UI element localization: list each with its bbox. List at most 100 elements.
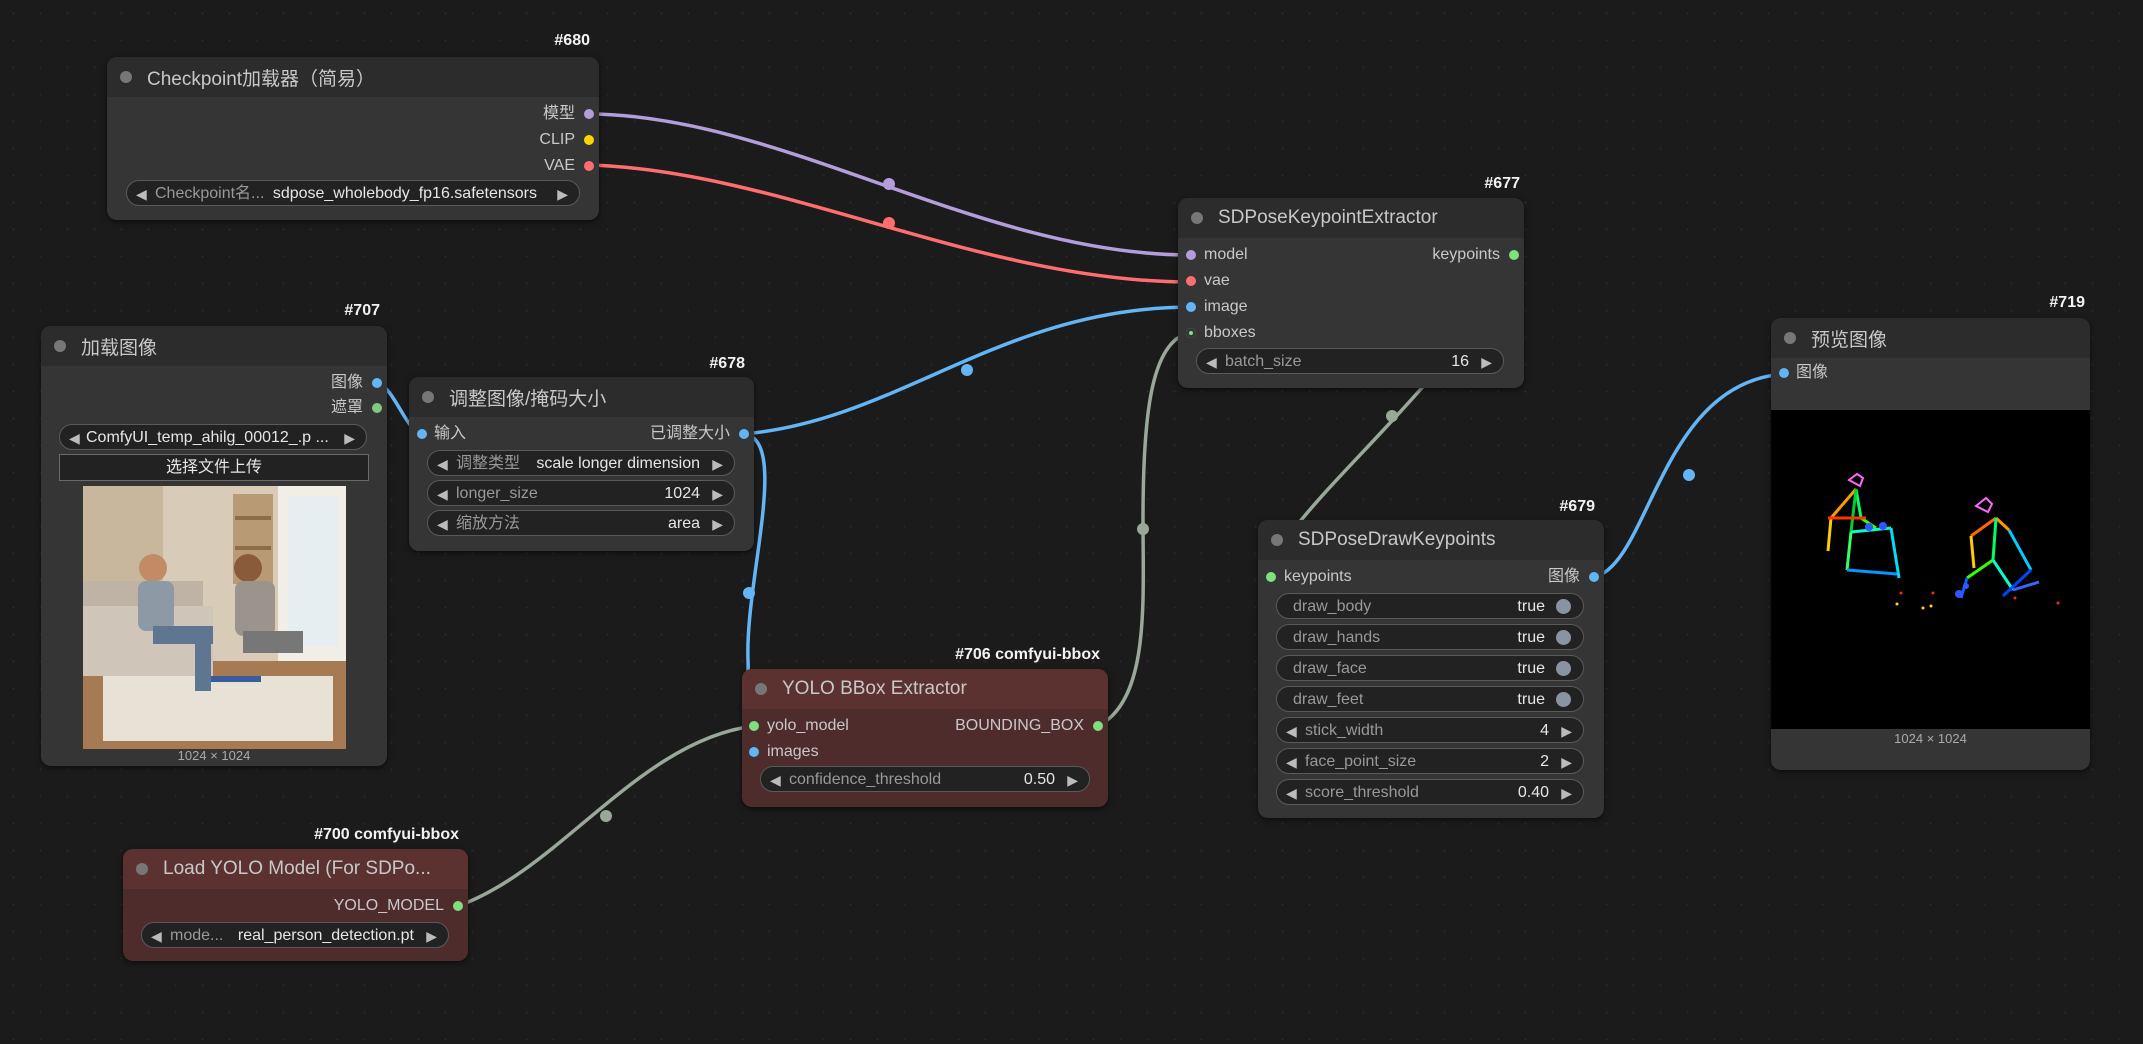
node-badge: #680 (554, 32, 590, 49)
confidence-threshold-number[interactable]: ◀ confidence_threshold 0.50 ▶ (760, 766, 1090, 792)
arrow-left-icon[interactable]: ◀ (437, 516, 448, 532)
toggle-knob-icon[interactable] (1556, 692, 1571, 707)
node-title: YOLO BBox Extractor (782, 678, 967, 699)
arrow-right-icon[interactable]: ▶ (712, 516, 723, 532)
arrow-right-icon[interactable]: ▶ (344, 430, 355, 446)
input-images-label: images (767, 743, 819, 760)
image-file-combo[interactable]: ◀ ComfyUI_temp_ahilg_00012_.p ... ▶ (59, 424, 367, 450)
load-image-node[interactable]: 加载图像 图像 遮罩 ◀ ComfyUI_temp_ahilg_00012_.p… (41, 326, 387, 766)
output-image-port[interactable] (372, 378, 382, 388)
keypoint-extractor-node[interactable]: SDPoseKeypointExtractor model keypoints … (1178, 198, 1524, 388)
wire-bbox (1097, 331, 1191, 728)
toggle-knob-icon[interactable] (1556, 630, 1571, 645)
arrow-left-icon[interactable]: ◀ (1206, 354, 1217, 370)
arrow-right-icon[interactable]: ▶ (557, 186, 568, 202)
output-port[interactable] (739, 429, 749, 439)
batch-size-number[interactable]: ◀ batch_size 16 ▶ (1196, 348, 1504, 374)
scale-method-combo[interactable]: ◀ 缩放方法 area ▶ (427, 510, 735, 536)
output-keypoints-port[interactable] (1509, 250, 1519, 260)
input-vae-label: vae (1204, 272, 1230, 289)
arrow-right-icon[interactable]: ▶ (426, 928, 437, 944)
collapse-dot-icon[interactable] (422, 391, 434, 403)
widget-label: face_point_size (1305, 753, 1417, 770)
draw-keypoints-node[interactable]: SDPoseDrawKeypoints keypoints 图像 draw_bo… (1258, 520, 1604, 818)
stick-width-number[interactable]: ◀ stick_width 4 ▶ (1276, 717, 1584, 743)
output-bounding-box-port[interactable] (1093, 721, 1103, 731)
arrow-right-icon[interactable]: ▶ (1561, 754, 1572, 770)
node-title-bar[interactable]: Load YOLO Model (For SDPo... (123, 849, 468, 889)
wire-image-midpoint (961, 364, 973, 376)
input-vae-port[interactable] (1186, 276, 1196, 286)
collapse-dot-icon[interactable] (136, 863, 148, 875)
draw-feet-toggle[interactable]: draw_feet true (1276, 686, 1584, 712)
node-title: 预览图像 (1811, 329, 1888, 351)
checkpoint-name-combo[interactable]: ◀ Checkpoint名... sdpose_wholebody_fp16.s… (126, 180, 580, 206)
arrow-left-icon[interactable]: ◀ (437, 456, 448, 472)
model-name-combo[interactable]: ◀ mode... real_person_detection.pt ▶ (141, 922, 449, 948)
input-bboxes-port[interactable] (1186, 328, 1196, 338)
face-point-size-number[interactable]: ◀ face_point_size 2 ▶ (1276, 748, 1584, 774)
node-title-bar[interactable]: 预览图像 (1771, 318, 2090, 358)
output-yolo-model-port[interactable] (453, 901, 463, 911)
toggle-knob-icon[interactable] (1556, 661, 1571, 676)
arrow-right-icon[interactable]: ▶ (1561, 723, 1572, 739)
input-images-port[interactable] (749, 747, 759, 757)
load-yolo-model-node[interactable]: Load YOLO Model (For SDPo... YOLO_MODEL … (123, 849, 468, 961)
resize-image-node[interactable]: 调整图像/掩码大小 输入 已调整大小 ◀ 调整类型 scale longer d… (409, 377, 754, 551)
collapse-dot-icon[interactable] (1784, 332, 1796, 344)
input-image-port[interactable] (1779, 368, 1789, 378)
draw-body-toggle[interactable]: draw_body true (1276, 593, 1584, 619)
checkpoint-loader-node[interactable]: Checkpoint加载器（简易） 模型 CLIP VAE ◀ Checkpoi… (107, 57, 599, 220)
preview-image-node[interactable]: 预览图像 图像 (1771, 318, 2090, 770)
wire-bbox-midpoint (1137, 523, 1149, 535)
output-mask-port[interactable] (372, 403, 382, 413)
arrow-left-icon[interactable]: ◀ (69, 430, 80, 446)
input-photo-thumbnail (83, 486, 346, 749)
arrow-right-icon[interactable]: ▶ (1561, 785, 1572, 801)
draw-face-toggle[interactable]: draw_face true (1276, 655, 1584, 681)
widget-value: area (667, 515, 700, 532)
arrow-left-icon[interactable]: ◀ (1286, 754, 1297, 770)
yolo-bbox-extractor-node[interactable]: YOLO BBox Extractor yolo_model BOUNDING_… (742, 669, 1108, 807)
output-clip-port[interactable] (584, 135, 594, 145)
collapse-dot-icon[interactable] (755, 683, 767, 695)
arrow-left-icon[interactable]: ◀ (151, 928, 162, 944)
collapse-dot-icon[interactable] (120, 71, 132, 83)
arrow-left-icon[interactable]: ◀ (1286, 785, 1297, 801)
arrow-left-icon[interactable]: ◀ (770, 772, 781, 788)
score-threshold-number[interactable]: ◀ score_threshold 0.40 ▶ (1276, 779, 1584, 805)
collapse-dot-icon[interactable] (1271, 534, 1283, 546)
node-title-bar[interactable]: SDPoseKeypointExtractor (1178, 198, 1524, 238)
node-title-bar[interactable]: 调整图像/掩码大小 (409, 377, 754, 417)
node-title-bar[interactable]: SDPoseDrawKeypoints (1258, 520, 1604, 560)
arrow-left-icon[interactable]: ◀ (1286, 723, 1297, 739)
arrow-right-icon[interactable]: ▶ (712, 486, 723, 502)
collapse-dot-icon[interactable] (54, 340, 66, 352)
input-port[interactable] (417, 429, 427, 439)
widget-value: sdpose_wholebody_fp16.safetensors (272, 185, 537, 202)
arrow-right-icon[interactable]: ▶ (1067, 772, 1078, 788)
draw-hands-toggle[interactable]: draw_hands true (1276, 624, 1584, 650)
collapse-dot-icon[interactable] (1191, 212, 1203, 224)
arrow-right-icon[interactable]: ▶ (1481, 354, 1492, 370)
input-yolo-model-port[interactable] (749, 721, 759, 731)
arrow-left-icon[interactable]: ◀ (136, 186, 147, 202)
input-image-port[interactable] (1186, 302, 1196, 312)
node-title-bar[interactable]: YOLO BBox Extractor (742, 669, 1108, 709)
output-model-port[interactable] (584, 109, 594, 119)
output-vae-port[interactable] (584, 161, 594, 171)
output-image-port[interactable] (1589, 572, 1599, 582)
output-label: 已调整大小 (649, 425, 730, 442)
node-title-bar[interactable]: Checkpoint加载器（简易） (107, 57, 599, 97)
toggle-knob-icon[interactable] (1556, 599, 1571, 614)
input-keypoints-port[interactable] (1266, 572, 1276, 582)
upload-button[interactable]: 选择文件上传 (59, 454, 369, 481)
node-title-bar[interactable]: 加载图像 (41, 326, 387, 366)
input-model-port[interactable] (1186, 250, 1196, 260)
output-model-label: 模型 (542, 105, 575, 122)
resize-type-combo[interactable]: ◀ 调整类型 scale longer dimension ▶ (427, 450, 735, 476)
widget-label: draw_hands (1293, 629, 1381, 646)
arrow-right-icon[interactable]: ▶ (712, 456, 723, 472)
longer-size-number[interactable]: ◀ longer_size 1024 ▶ (427, 480, 735, 506)
arrow-left-icon[interactable]: ◀ (437, 486, 448, 502)
